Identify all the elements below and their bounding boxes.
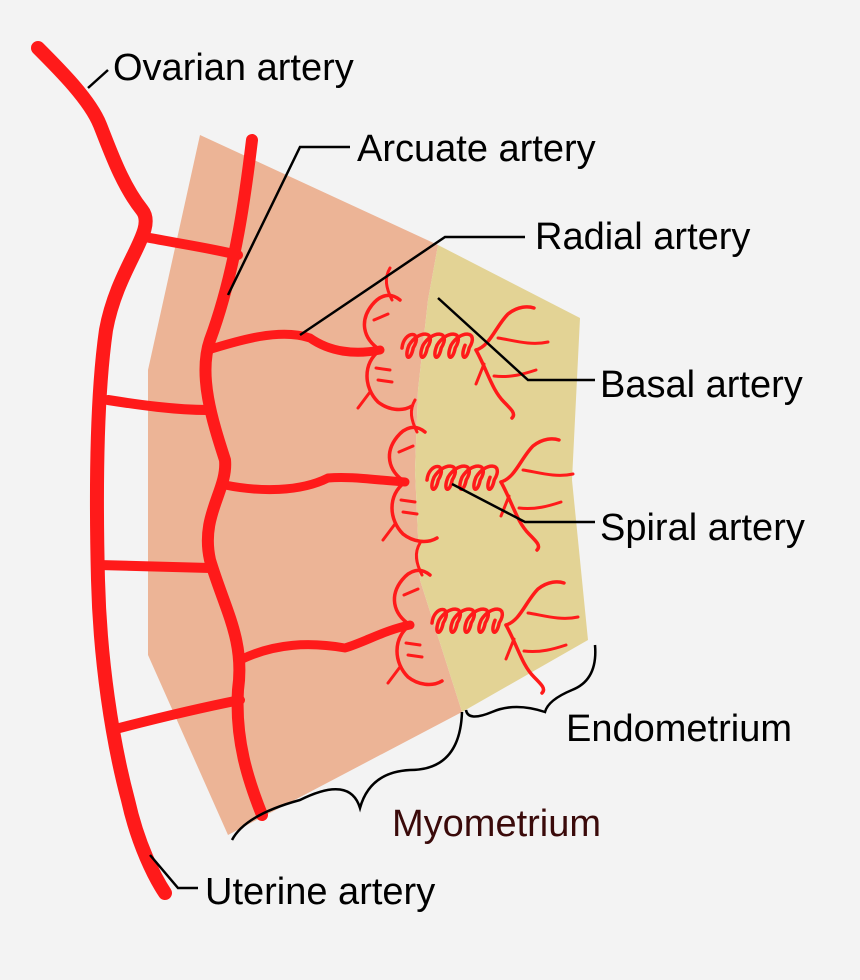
basal-artery: [414, 541, 424, 577]
leader-basal: [437, 297, 595, 382]
basal-artery: [374, 366, 392, 372]
label-myometrium: Myometrium: [392, 803, 601, 845]
endometrium-region: [415, 245, 588, 712]
leader-arcuate: [226, 145, 350, 296]
radial-artery: [235, 620, 415, 665]
spiral-artery: [400, 332, 474, 359]
leader-uterine: [149, 854, 198, 890]
label-uterine-artery: Uterine artery: [205, 871, 435, 913]
basal-artery: [406, 653, 424, 659]
basal-artery: [372, 312, 390, 322]
basal-artery: [404, 641, 422, 647]
basal-artery: [356, 390, 372, 410]
basal-artery: [384, 266, 394, 302]
leader-radial: [299, 235, 525, 337]
spiral-artery: [499, 494, 511, 518]
spiral-artery: [474, 348, 516, 420]
endometrium-brace: [464, 644, 597, 718]
spiral-artery: [474, 362, 486, 386]
basal-artery: [376, 378, 394, 384]
basal-artery: [386, 665, 402, 685]
connector-branch: [107, 695, 245, 735]
basal-artery: [401, 510, 419, 516]
spiral-artery: [521, 468, 575, 477]
spiral-artery: [430, 607, 504, 634]
connector-branch: [140, 232, 243, 260]
label-radial-artery: Radial artery: [535, 216, 750, 258]
label-spiral-artery: Spiral artery: [600, 507, 805, 549]
spiral-artery: [504, 623, 546, 695]
basal-artery: [397, 444, 415, 454]
spiral-artery: [517, 500, 563, 510]
leader-ovarian: [87, 69, 109, 89]
basal-artery: [381, 522, 397, 542]
basal-artery: [402, 587, 420, 597]
uterine-artery-trunk: [31, 41, 172, 900]
label-endometrium: Endometrium: [566, 708, 792, 750]
basal-artery: [395, 623, 444, 687]
spiral-artery: [499, 437, 561, 484]
myometrium-brace: [230, 711, 464, 841]
label-arcuate-artery: Arcuate artery: [357, 128, 596, 170]
basal-artery: [365, 348, 414, 412]
basal-artery: [390, 480, 439, 544]
spiral-artery: [492, 368, 538, 378]
connector-branch: [93, 560, 215, 573]
spiral-artery: [522, 643, 568, 653]
spiral-artery: [526, 611, 580, 620]
basal-artery: [399, 498, 417, 504]
leader-spiral: [451, 482, 595, 524]
connector-branch: [103, 395, 213, 415]
spiral-artery: [499, 480, 541, 552]
spiral-artery: [425, 464, 499, 491]
spiral-artery: [504, 637, 516, 661]
radial-artery: [203, 329, 385, 357]
label-basal-artery: Basal artery: [600, 364, 803, 406]
spiral-artery: [504, 580, 566, 627]
spiral-artery: [496, 336, 550, 345]
radial-artery: [220, 472, 410, 495]
basal-artery: [409, 398, 419, 434]
label-ovarian-artery: Ovarian artery: [113, 47, 354, 89]
